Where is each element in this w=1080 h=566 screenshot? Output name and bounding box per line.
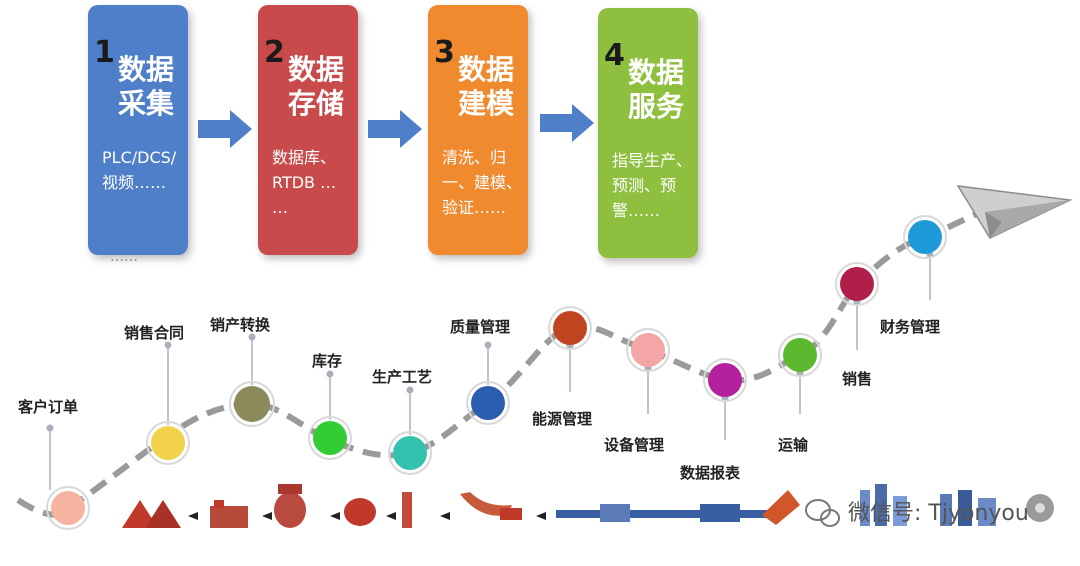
connector-dot [326,370,334,378]
node-label: 运输 [778,436,809,454]
node-label: 数据报表 [680,464,741,482]
node-label: 质量管理 [450,318,510,336]
flow-node-9: 数据报表 [680,358,747,482]
card-data-collection: 1 数据采集 PLC/DCS/ 视频…… …… [88,5,188,265]
connector-dot [164,341,172,349]
node-dot [313,421,347,455]
node-halo [703,358,747,402]
node-label: 生产工艺 [372,368,432,386]
card-more: …… [110,249,138,265]
card-description: 数据库、RTDB … … [272,148,337,217]
node-dot [234,386,270,422]
card-number: 2 [264,35,285,70]
node-label: 销售 [842,370,872,388]
card-title: 数据存储 [288,53,345,120]
node-dot [51,491,85,525]
plane-icon [956,185,1073,239]
card-title: 数据采集 [118,53,175,120]
node-label: 能源管理 [532,410,592,428]
node-halo [229,381,275,427]
card-description: 指导生产、预测、预警…… [612,151,693,220]
node-halo [146,421,190,465]
node-label: 销售合同 [124,324,184,342]
node-dot [393,436,427,470]
node-dot [908,220,942,254]
card-data-modeling: 3 数据建模 清洗、归一、建模、验证…… [428,5,528,255]
connector-dot [46,424,54,432]
flow-node-1: 客户订单 [17,398,90,530]
card-description: 清洗、归一、建模、验证…… [442,148,523,217]
node-dot [553,311,587,345]
flow-node-5: 生产工艺 [372,368,432,475]
flow-node-3: 销产转换 [210,316,275,427]
node-label: 设备管理 [604,436,664,454]
node-halo [388,431,432,475]
node-halo [778,333,822,377]
arrow-right-icon [540,104,594,142]
node-dot [631,333,665,367]
flow-node-8: 设备管理 [604,328,670,454]
card-number: 1 [94,35,115,70]
node-halo [835,262,879,306]
card-title: 数据建模 [458,53,515,120]
flow-node-11: 销售 [835,262,879,388]
node-label: 销产转换 [210,316,271,334]
node-halo [626,328,670,372]
node-halo [46,486,90,530]
node-label: 库存 [312,352,342,370]
card-data-service: 4 数据服务 指导生产、预测、预警…… [598,8,698,258]
connector-dot [484,341,492,349]
card-number: 4 [604,38,625,73]
card-title: 数据服务 [628,56,685,123]
node-halo [466,381,510,425]
flow-path [16,202,1001,518]
node-halo [308,416,352,460]
production-line-icon [122,484,1054,528]
card-data-storage: 2 数据存储 数据库、RTDB … … [258,5,358,255]
node-dot [783,338,817,372]
arrow-right-icon [368,110,422,148]
watermark-text: 微信号: Tjyonyou [848,501,1029,526]
wechat-icon [805,499,840,527]
flow-node-12: 财务管理 [880,215,947,336]
flow-node-4: 库存 [308,352,352,460]
flow-node-6: 质量管理 [450,318,510,425]
node-halo [903,215,947,259]
card-description: PLC/DCS/ 视频…… [102,148,177,192]
flow-node-7: 能源管理 [532,306,592,428]
flow-node-10: 运输 [778,333,822,454]
connector-dot [248,333,256,341]
node-dot [151,426,185,460]
card-number: 3 [434,35,455,70]
node-label: 财务管理 [880,318,940,336]
connector-dot [406,386,414,394]
node-dot [840,267,874,301]
node-dot [471,386,505,420]
node-halo [548,306,592,350]
arrow-right-icon [198,110,252,148]
flow-node-2: 销售合同 [124,324,190,465]
node-label: 客户订单 [17,398,78,416]
node-dot [708,363,742,397]
